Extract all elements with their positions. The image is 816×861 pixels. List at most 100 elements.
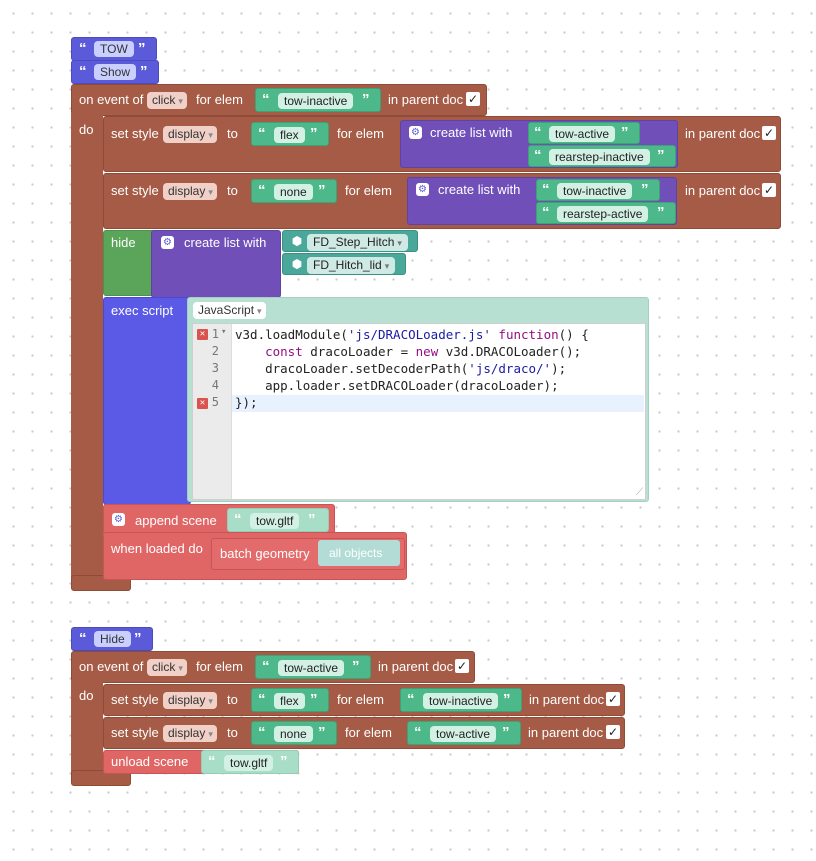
- code-line: dracoLoader.setDecoderPath('js/draco/');: [235, 361, 567, 376]
- code-line: const dracoLoader = new v3d.DRACOLoader(…: [265, 344, 582, 359]
- comment-text-hide[interactable]: Hide: [94, 631, 131, 647]
- list-item-text-block[interactable]: “ rearstep-active ”: [536, 202, 676, 224]
- create-list-block[interactable]: ⚙ create list with: [151, 230, 281, 298]
- exec-script-label: exec script: [111, 303, 174, 318]
- file-name-field[interactable]: tow.gltf: [224, 755, 274, 771]
- quote-close-icon: ”: [310, 125, 318, 142]
- fold-arrow-icon[interactable]: ▾: [221, 327, 227, 337]
- quote-open-icon: “: [258, 691, 266, 708]
- text-block-elem[interactable]: “ tow-active ”: [255, 655, 371, 679]
- code-line: });: [235, 395, 258, 410]
- text-block-elem[interactable]: “ tow-active ”: [407, 721, 521, 745]
- parent-doc-checkbox[interactable]: ✓: [466, 92, 480, 106]
- set-style-label: set style: [111, 126, 159, 141]
- for-elem-label: for elem: [345, 725, 392, 740]
- style-value-field[interactable]: none: [274, 726, 313, 742]
- list-item-field[interactable]: rearstep-active: [557, 206, 649, 222]
- quote-open-icon: “: [258, 182, 266, 199]
- quote-close-icon: ”: [621, 124, 629, 141]
- line-gutter: [193, 324, 232, 499]
- gear-icon[interactable]: ⚙: [416, 183, 429, 196]
- line-number: 3: [211, 361, 219, 375]
- comment-text-show[interactable]: Show: [94, 64, 137, 80]
- quote-open-icon: “: [262, 658, 270, 675]
- object-block[interactable]: ⬢ FD_Step_Hitch▾: [282, 230, 418, 252]
- file-name-field[interactable]: tow.gltf: [250, 513, 300, 529]
- text-block-value[interactable]: “ none ”: [251, 179, 337, 203]
- style-value-field[interactable]: flex: [274, 693, 305, 709]
- text-block-value[interactable]: “ flex ”: [251, 122, 329, 146]
- code-line: v3d.loadModule('js/DRACOLoader.js' funct…: [235, 327, 589, 342]
- when-loaded-label: when loaded do: [111, 541, 203, 556]
- text-block-file[interactable]: “ tow.gltf ”: [227, 508, 329, 532]
- resize-handle-icon[interactable]: ⟋: [636, 487, 643, 498]
- comment-text-tow[interactable]: TOW: [94, 41, 134, 57]
- text-block-elem[interactable]: “ tow-inactive ”: [255, 88, 381, 112]
- parent-doc-checkbox[interactable]: ✓: [762, 183, 776, 197]
- quote-open-icon: “: [542, 204, 550, 221]
- gear-icon[interactable]: ⚙: [112, 513, 125, 526]
- quote-close-icon: ”: [140, 63, 148, 80]
- exec-script-block[interactable]: [103, 297, 191, 505]
- parent-doc-checkbox[interactable]: ✓: [606, 725, 620, 739]
- text-block-value[interactable]: “ flex ”: [251, 688, 329, 712]
- list-item-text-block[interactable]: “ tow-active ”: [528, 122, 640, 144]
- text-block-file[interactable]: “ tow.gltf ”: [201, 750, 299, 774]
- style-value-field[interactable]: none: [274, 184, 313, 200]
- all-objects-block[interactable]: all objects: [318, 540, 400, 566]
- style-prop-dropdown[interactable]: display▾: [163, 126, 217, 143]
- to-label: to: [227, 725, 238, 740]
- style-value-field[interactable]: flex: [274, 127, 305, 143]
- in-parent-doc-label: in parent doc: [528, 725, 604, 740]
- list-item-text-block[interactable]: “ tow-inactive ”: [536, 179, 660, 201]
- object-dropdown[interactable]: FD_Step_Hitch▾: [307, 234, 408, 251]
- list-item-field[interactable]: rearstep-inactive: [549, 149, 650, 165]
- gear-icon[interactable]: ⚙: [409, 126, 422, 139]
- text-block-value[interactable]: “ none ”: [251, 721, 337, 745]
- comment-block-show[interactable]: “ Show ”: [71, 60, 159, 84]
- list-item-field[interactable]: tow-active: [549, 126, 616, 142]
- quote-open-icon: “: [534, 147, 542, 164]
- gear-icon[interactable]: ⚙: [161, 236, 174, 249]
- parent-doc-checkbox[interactable]: ✓: [762, 126, 776, 140]
- quote-open-icon: “: [534, 124, 542, 141]
- to-label: to: [227, 183, 238, 198]
- code-editor[interactable]: ✕ 1 ▾ 2 3 4 ✕ 5 v3d.loadModule('js/DRACO…: [192, 323, 646, 500]
- language-dropdown[interactable]: JavaScript▾: [193, 302, 266, 319]
- comment-block-hide[interactable]: “ Hide ”: [71, 627, 153, 651]
- parent-doc-checkbox[interactable]: ✓: [455, 659, 469, 673]
- line-number: 4: [211, 378, 219, 392]
- parent-doc-checkbox[interactable]: ✓: [606, 692, 620, 706]
- hide-block[interactable]: [103, 230, 155, 296]
- in-parent-doc-label: in parent doc: [529, 692, 605, 707]
- quote-open-icon: “: [414, 724, 422, 741]
- elem-id-field[interactable]: tow-inactive: [278, 93, 354, 109]
- quote-open-icon: “: [79, 40, 87, 57]
- list-item-field[interactable]: tow-inactive: [557, 183, 633, 199]
- cube-icon: ⬢: [291, 234, 303, 248]
- event-type-dropdown[interactable]: click▾: [147, 92, 187, 109]
- set-style-label: set style: [111, 725, 159, 740]
- text-block-elem[interactable]: “ tow-inactive ”: [400, 688, 522, 712]
- list-item-text-block[interactable]: “ rearstep-inactive ”: [528, 145, 676, 167]
- set-style-label: set style: [111, 183, 159, 198]
- event-type-dropdown[interactable]: click▾: [147, 659, 187, 676]
- on-event-label: on event of: [79, 92, 144, 107]
- object-block[interactable]: ⬢ FD_Hitch_lid▾: [282, 253, 406, 275]
- elem-id-field[interactable]: tow-inactive: [423, 693, 499, 709]
- quote-close-icon: ”: [362, 91, 370, 108]
- elem-id-field[interactable]: tow-active: [430, 726, 497, 742]
- hide-label: hide: [111, 235, 136, 250]
- for-elem-label: for elem: [337, 126, 384, 141]
- style-prop-dropdown[interactable]: display▾: [163, 725, 217, 742]
- style-prop-dropdown[interactable]: display▾: [163, 183, 217, 200]
- elem-id-field[interactable]: tow-active: [278, 660, 345, 676]
- style-prop-dropdown[interactable]: display▾: [163, 692, 217, 709]
- event-do-spine: [71, 680, 103, 784]
- object-dropdown[interactable]: FD_Hitch_lid▾: [307, 257, 396, 274]
- quote-close-icon: ”: [134, 630, 142, 647]
- comment-block-tow[interactable]: “ TOW ”: [71, 37, 157, 61]
- all-objects-field[interactable]: all objects: [329, 546, 383, 560]
- quote-open-icon: “: [258, 724, 266, 741]
- event-block-footer: [71, 770, 131, 786]
